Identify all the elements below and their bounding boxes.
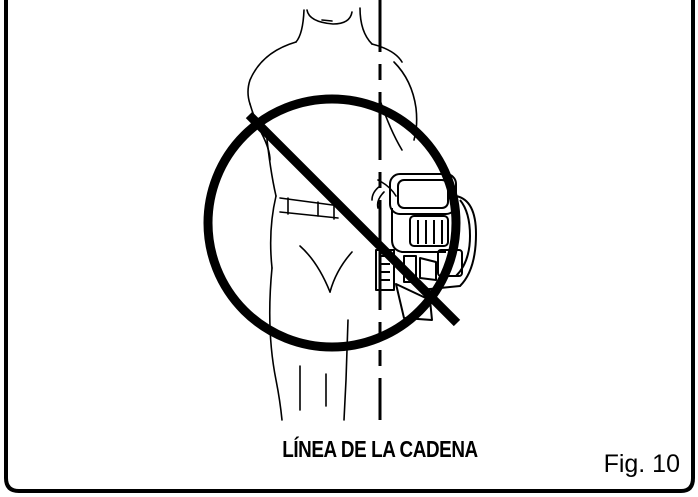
figure-frame: [4, 0, 695, 493]
prohibition-icon: [203, 94, 461, 352]
figure-number-label: Fig. 10: [603, 450, 680, 478]
chain-line-caption: LÍNEA DE LA CADENA: [282, 436, 478, 462]
